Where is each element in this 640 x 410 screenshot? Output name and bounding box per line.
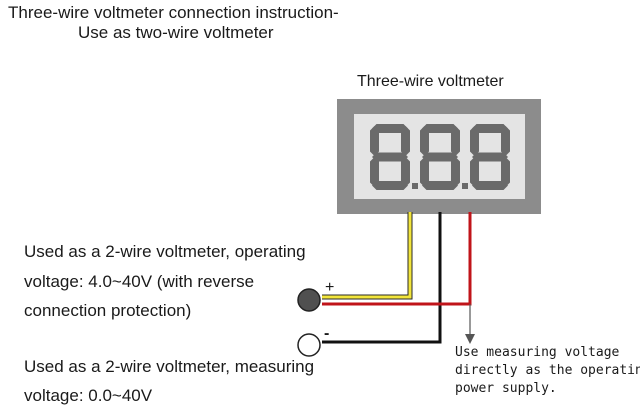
segment-d <box>372 181 408 190</box>
segment-c <box>501 157 510 187</box>
segment-e <box>420 157 429 187</box>
seven-segment-display <box>370 124 510 190</box>
yellow-wire <box>322 212 412 299</box>
measuring-line-1: Used as a 2-wire voltmeter, measuring <box>24 357 315 376</box>
segment-g <box>422 152 458 162</box>
segment-a <box>472 124 508 133</box>
segment-e <box>470 157 479 187</box>
black-wire <box>322 212 442 344</box>
decimal-point <box>462 183 468 189</box>
red-wire <box>322 212 472 306</box>
operating-line-3: connection protection) <box>24 301 192 320</box>
segment-g <box>372 152 408 162</box>
measuring-line-2: voltage: 0.0~40V <box>24 386 153 405</box>
segment-d <box>422 181 458 190</box>
title-line-2: Use as two-wire voltmeter <box>78 23 274 42</box>
arrow-down-icon <box>465 334 475 344</box>
operating-line-1: Used as a 2-wire voltmeter, operating <box>24 242 306 261</box>
segment-g <box>472 152 508 162</box>
segment-b <box>501 126 510 156</box>
segment-b <box>451 126 460 156</box>
segment-c <box>401 157 410 187</box>
note-line-3: power supply. <box>455 381 557 396</box>
segment-a <box>372 124 408 133</box>
yellow-wire-outline <box>322 212 413 300</box>
segment-c <box>451 157 460 187</box>
decimal-point <box>412 183 418 189</box>
negative-terminal <box>297 333 321 357</box>
segment-f <box>470 126 479 156</box>
segment-a <box>422 124 458 133</box>
note-line-1: Use measuring voltage <box>455 345 620 360</box>
positive-terminal <box>297 288 321 312</box>
operating-line-2: voltage: 4.0~40V (with reverse <box>24 272 255 291</box>
note-line-2: directly as the operating <box>455 363 640 378</box>
segment-d <box>472 181 508 190</box>
segment-f <box>370 126 379 156</box>
meter-label: Three-wire voltmeter <box>357 73 504 90</box>
segment-e <box>370 157 379 187</box>
positive-sign: + <box>325 279 335 296</box>
negative-sign: - <box>324 325 330 342</box>
segment-f <box>420 126 429 156</box>
title-line-1: Three-wire voltmeter connection instruct… <box>8 3 339 22</box>
segment-b <box>401 126 410 156</box>
